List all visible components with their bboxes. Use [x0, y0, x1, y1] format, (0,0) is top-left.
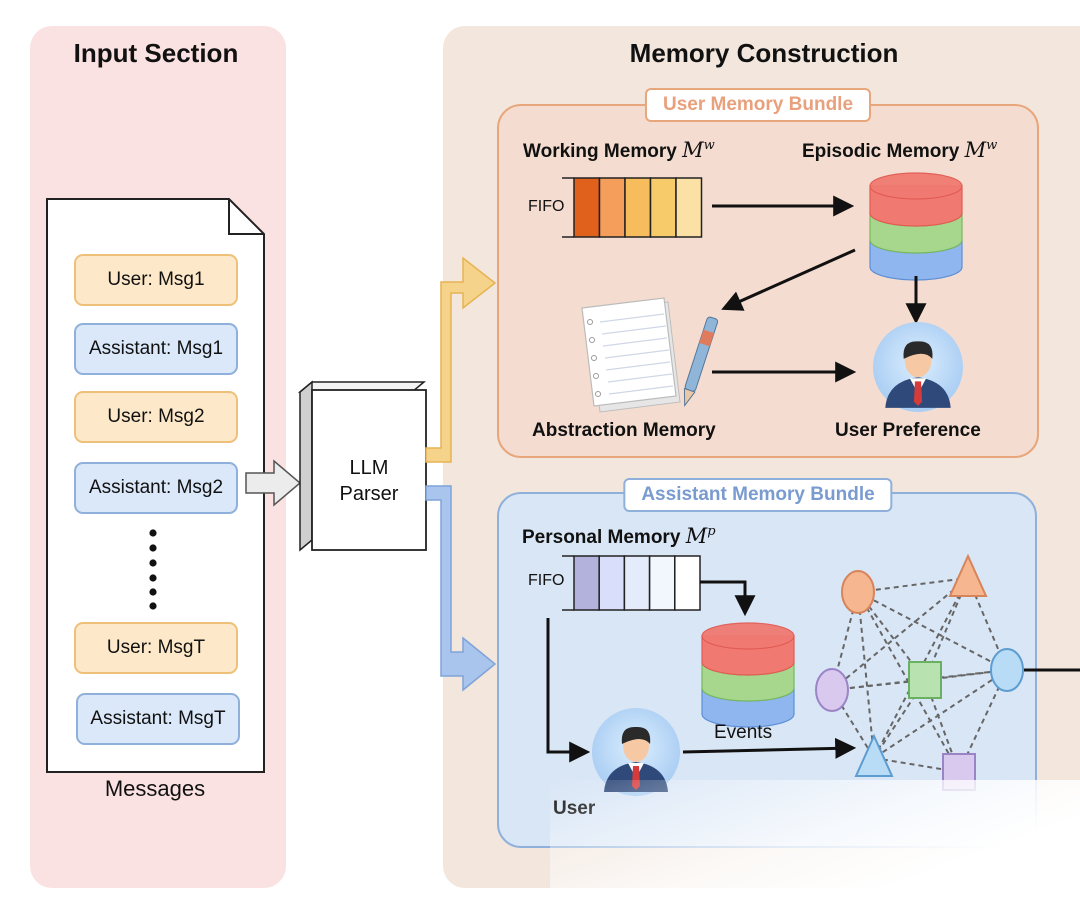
episodic-memory-database	[869, 172, 963, 281]
graph-node-t1	[948, 553, 988, 597]
working-fifo-cell-3	[624, 177, 652, 238]
assistant-user-label: User	[553, 798, 596, 819]
messages-to-parser-arrow	[245, 459, 302, 507]
events-label: Events	[714, 722, 773, 743]
knowledge-graph	[815, 553, 1024, 791]
parser-to-assistant-bundle-arrow	[425, 485, 497, 692]
message-user-1: User: Msg1	[74, 254, 238, 306]
graph-node-sq2	[942, 753, 976, 791]
avatar-pref-tie	[913, 381, 923, 406]
personal-memory-label: Personal Memory Mp	[522, 524, 716, 548]
message-assistant-1: Assistant: Msg1	[74, 323, 238, 375]
episodic-memory-label: Episodic Memory Mw	[802, 138, 998, 162]
graph-node-t2	[854, 733, 894, 777]
personal-memory-fifo	[562, 555, 701, 611]
message-assistant-t: Assistant: MsgT	[76, 693, 240, 745]
personal-fifo-cell-1	[573, 555, 600, 611]
working-fifo-cell-5	[675, 177, 703, 238]
avatar-user-tie	[632, 766, 640, 790]
abstraction-memory-label: Abstraction Memory	[532, 420, 716, 441]
user-preference-label: User Preference	[835, 420, 981, 441]
graph-edge	[831, 577, 969, 691]
ellipsis-dots	[149, 529, 157, 610]
memory-construction-title: Memory Construction	[629, 38, 899, 68]
graph-node-c1	[841, 570, 875, 614]
message-user-t: User: MsgT	[74, 622, 238, 674]
working-fifo-cell-2	[598, 177, 626, 238]
graph-edge	[873, 679, 926, 759]
working-fifo-cell-1	[573, 177, 601, 238]
llm-parser-label: LLM Parser	[339, 457, 399, 505]
assistant-user-avatar	[592, 708, 680, 796]
working-memory-fifo	[562, 177, 703, 238]
message-assistant-2: Assistant: Msg2	[74, 462, 238, 514]
graph-node-c3	[990, 648, 1024, 692]
avatar-user-hair	[621, 726, 651, 744]
personal-fifo-cell-2	[598, 555, 626, 611]
personal-fifo-cell-5	[674, 555, 701, 611]
personal-fifo-label: FIFO	[528, 572, 565, 589]
pen-icon	[683, 316, 719, 407]
assistant-memory-bundle-label: Assistant Memory Bundle	[623, 478, 893, 512]
graph-edge	[857, 591, 1008, 671]
notepad-icon	[581, 297, 681, 413]
personal-fifo-cell-4	[648, 555, 676, 611]
graph-node-sq	[908, 661, 942, 699]
graph-edge	[831, 669, 1008, 691]
graph-edge	[857, 577, 969, 593]
working-fifo-cell-4	[649, 177, 677, 238]
graph-edge	[857, 591, 875, 759]
user-memory-bundle-label: User Memory Bundle	[644, 88, 872, 122]
parser-to-user-bundle-arrow	[425, 256, 497, 463]
message-user-2: User: Msg2	[74, 391, 238, 443]
input-section-title: Input Section	[73, 38, 239, 68]
avatar-pref-hair	[903, 341, 933, 359]
working-fifo-label: FIFO	[528, 198, 565, 215]
events-database	[701, 622, 795, 728]
working-memory-label: Working Memory Mw	[523, 138, 715, 162]
messages-caption: Messages	[104, 776, 206, 801]
graph-node-c2	[815, 668, 849, 712]
user-preference-avatar	[873, 322, 963, 412]
llm-parser-box	[297, 380, 427, 552]
personal-fifo-cell-3	[623, 555, 651, 611]
